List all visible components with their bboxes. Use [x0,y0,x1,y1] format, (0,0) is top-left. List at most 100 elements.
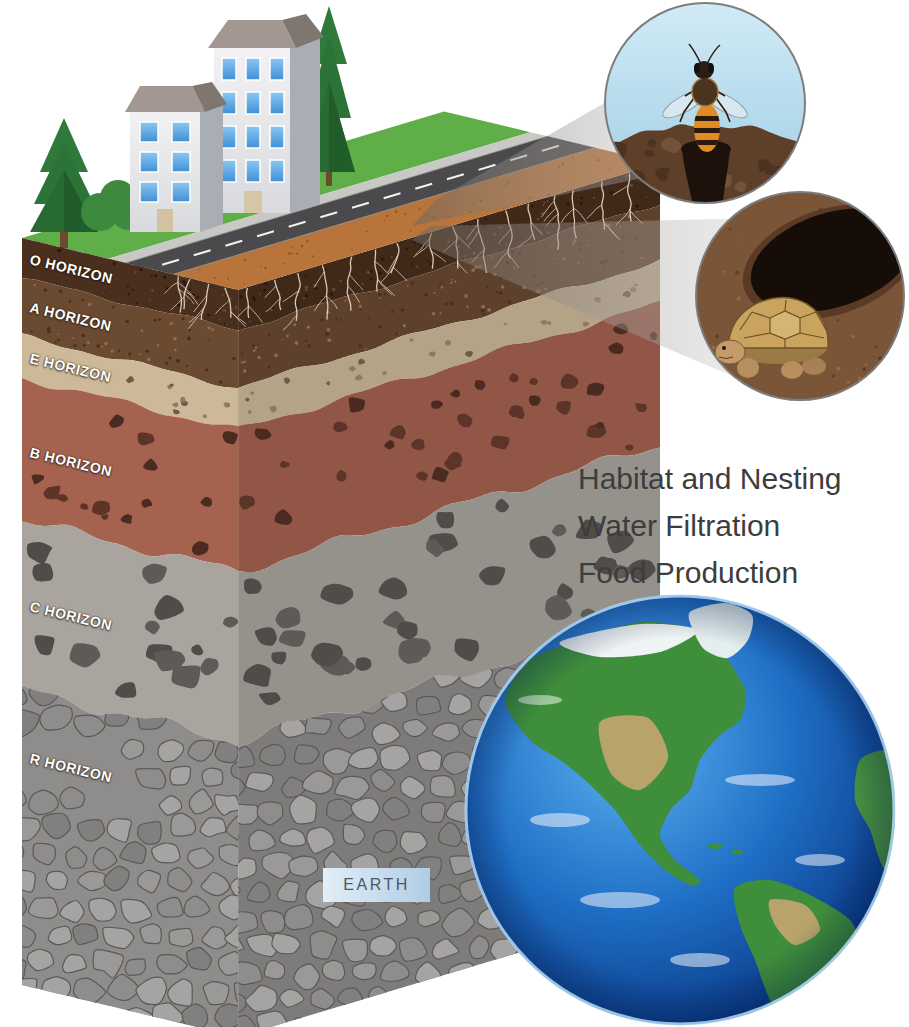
soil-grain [712,346,716,350]
cobble-stone [107,974,138,1000]
window [172,152,190,172]
door [244,191,262,213]
soil-grain [225,323,227,325]
soil-grain [445,302,448,305]
cobble-stone [439,885,462,904]
rock [142,564,167,584]
window [172,122,190,142]
soil-grain [207,314,210,317]
cobble-stone [33,843,55,864]
plant-root [295,273,300,321]
soil-grain [735,271,739,275]
plant-root [247,288,249,318]
plant-root [326,296,337,310]
horizon-left-face [22,522,238,747]
soil-grain [69,300,72,303]
cobble-stone [8,870,35,892]
soil-grain [335,317,337,319]
rock [255,429,272,440]
rock [200,658,218,675]
inset-sky [600,0,810,210]
soil-clump [603,164,621,181]
soil-grain [864,363,867,366]
soil-grain [862,367,866,371]
cobble-stone [104,866,129,890]
benefit-label: Habitat and Nesting [578,455,842,502]
cobble-stone [120,842,146,864]
cobble-stone [294,964,320,990]
plant-root [275,280,281,310]
building [125,82,227,232]
soil-grain [244,283,245,284]
soil-grain [378,293,381,296]
soil-grain [416,265,418,267]
road-dash [257,231,274,236]
rock [192,541,209,555]
cobble-stone [215,795,240,816]
cobble-stone [168,979,193,1006]
soil-grain [303,297,305,299]
rock [279,630,306,647]
rock [416,471,428,480]
cobble-stone [305,717,331,734]
rock [336,470,346,481]
rock [239,495,255,509]
cobble-stone [28,790,58,814]
soil-grain [157,344,159,346]
soil-grain [311,255,313,257]
cobble-stone [421,803,445,823]
rock [547,321,552,325]
door [157,209,173,232]
soil-grain [224,323,226,325]
cobble-stone [385,906,407,926]
cobble-stone [348,748,378,769]
soil-grain [384,220,385,221]
soil-grain [140,268,143,271]
plant-root [375,262,389,274]
cobble-stone [219,952,245,976]
rock [80,503,88,509]
soil-grain [149,299,151,301]
earth-globe [465,595,909,1025]
rock [244,578,262,594]
soil-grain [305,274,307,276]
soil-grain [406,247,409,250]
soil-grain [454,264,456,266]
soil-grain [239,295,242,298]
soil-grain [836,319,839,322]
cobble-stone [246,985,277,1011]
window [172,182,190,202]
soil-grain [112,306,114,308]
soil-grain [542,204,544,206]
rock [101,514,108,519]
soil-clump [647,139,655,147]
cobble-stone [78,871,107,890]
cobble-stone [246,773,273,792]
cobble-stone [352,963,376,980]
rock [596,422,604,428]
cobble-stone [152,1003,184,1025]
globe-atmosphere [466,596,894,1024]
soil-grain [439,285,441,287]
cobble-stone [152,843,180,863]
soil-grain [223,309,226,312]
soil-grain [450,282,452,284]
cobble-stone [450,856,473,875]
soil-grain [57,339,60,342]
cobble-stone [202,927,227,949]
soil-grain [327,338,331,342]
bee-stripe [690,116,724,121]
soil-grain [163,275,167,279]
soil-grain [609,191,612,194]
rock [243,664,271,687]
soil-grain [268,334,270,336]
plant-root [215,300,229,314]
soil-grain [305,286,308,289]
benefit-label: Water Filtration [578,502,780,549]
bee-thorax [692,78,718,106]
soil-grain [182,280,186,284]
soil-grain [57,333,59,335]
soil-grain [464,294,468,298]
soil-grain [255,347,258,350]
cobble-stone [125,959,145,976]
